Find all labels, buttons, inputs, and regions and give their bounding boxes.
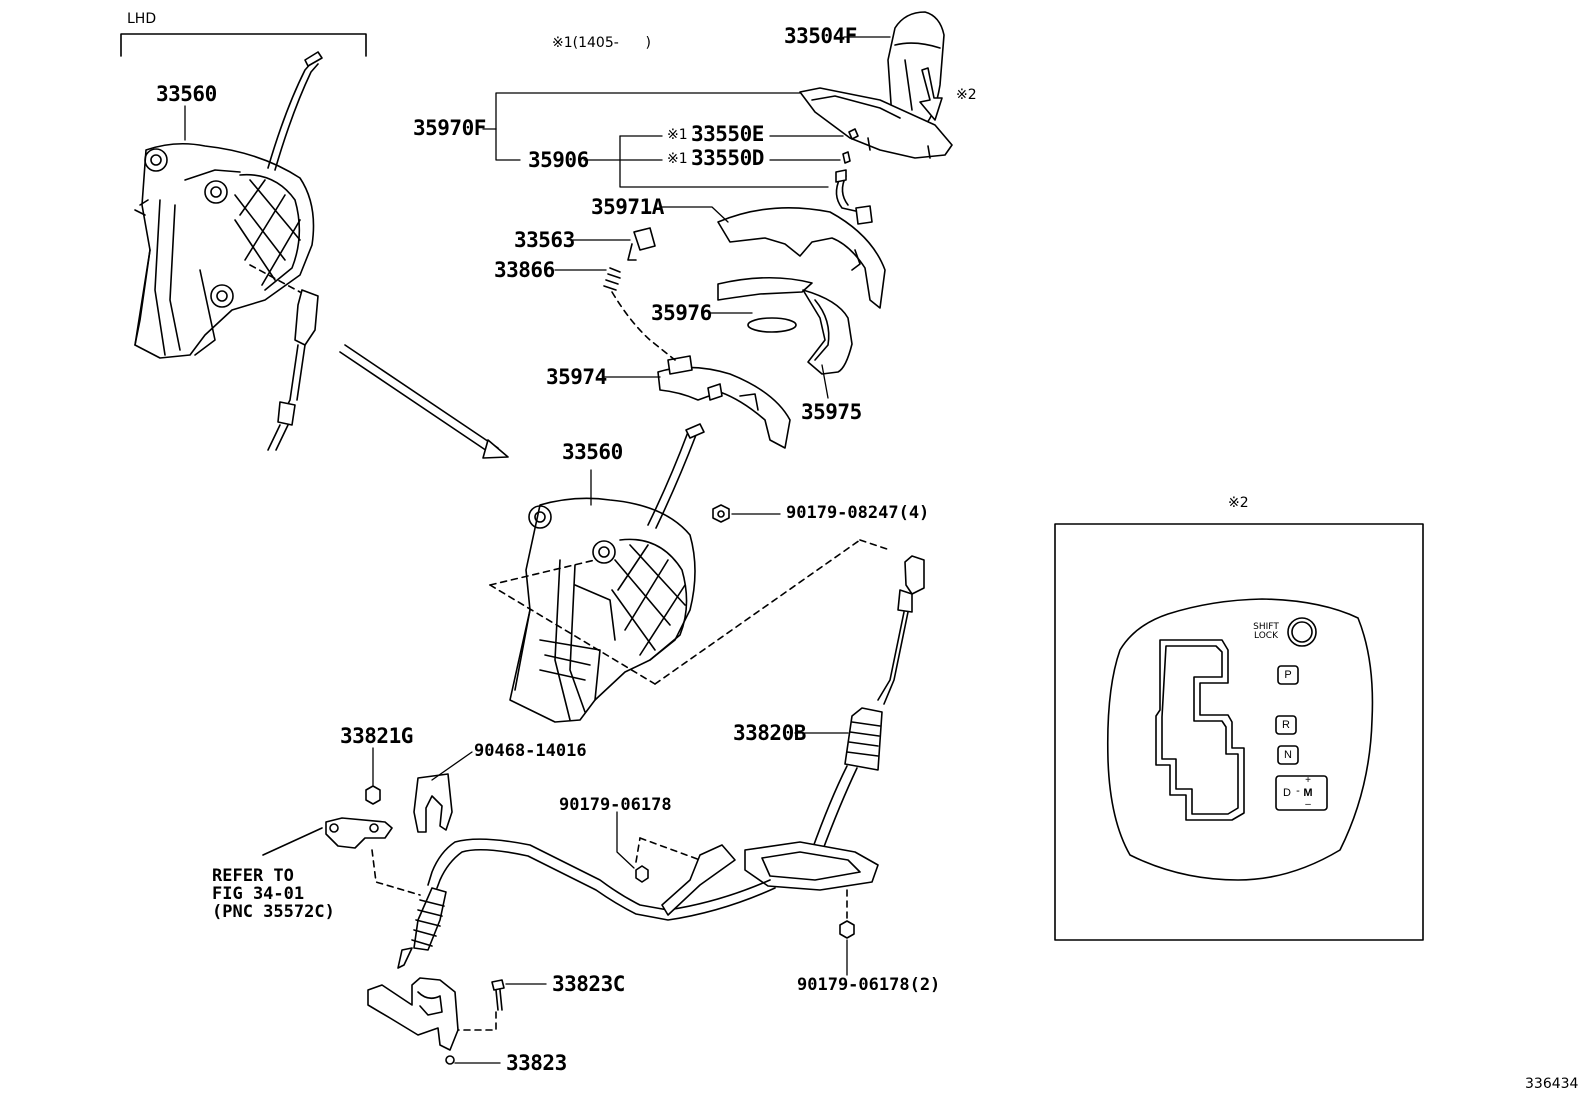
gate-dash: - [1296,785,1300,797]
part-label-33550d: 33550D [691,146,764,170]
gate-r: R [1282,719,1290,731]
part-label-90179-06178: 90179-06178 [559,795,672,815]
refer-line-2: FIG 34-01 [212,884,305,904]
part-label-33866: 33866 [494,258,555,282]
refer-line-1: REFER TO [212,866,294,886]
note-mark-2: ※2 [956,87,977,103]
part-label-33550e: 33550E [691,122,764,146]
date-note: ※1(1405- ) [552,35,651,51]
mark-1-33550d: ※1 [667,151,688,167]
shift-gate-detail [1054,523,1424,941]
main-shifter-assembly-drawing [489,423,891,723]
leader-lines [184,36,891,1064]
gate-n: N [1284,749,1292,761]
gate-m: M [1303,787,1313,799]
gate-minus: – [1305,799,1311,810]
part-label-33504f: 33504F [784,24,857,48]
part-label-33563: 33563 [514,228,575,252]
part-label-35970f: 35970F [413,116,486,140]
refer-line-3: (PNC 35572C) [212,902,335,922]
part-label-90179-08247: 90179-08247(4) [786,503,930,523]
part-label-33820b: 33820B [733,721,806,745]
part-label-33560-lhd: 33560 [156,82,217,106]
part-label-90179-06178-2: 90179-06178(2) [797,975,941,995]
part-label-33823: 33823 [506,1051,567,1075]
shift-lock-label: SHIFT LOCK [1253,622,1279,641]
part-label-35974: 35974 [546,365,607,389]
mark-1-33550e: ※1 [667,127,688,143]
part-label-33823c: 33823C [552,972,625,996]
part-label-35975: 35975 [801,400,862,424]
part-label-90468-14016: 90468-14016 [474,741,587,761]
gate-plus: + [1305,775,1311,786]
part-label-35971a: 35971A [591,195,664,219]
gate-p: P [1284,669,1292,681]
cable-assembly-drawing [262,555,925,1065]
lhd-shifter-assembly-drawing [134,51,323,451]
lhd-bracket [120,33,367,57]
view-arrow [339,344,509,459]
knob-and-covers-drawing [603,11,953,449]
part-label-35976: 35976 [651,301,712,325]
part-label-33821g: 33821G [340,724,413,748]
part-label-33560: 33560 [562,440,623,464]
gate-d: D [1283,787,1291,799]
figure-id: 336434 [1525,1076,1579,1092]
region-label: LHD [127,11,157,27]
detail-title: ※2 [1228,495,1249,511]
part-label-35906: 35906 [528,148,589,172]
